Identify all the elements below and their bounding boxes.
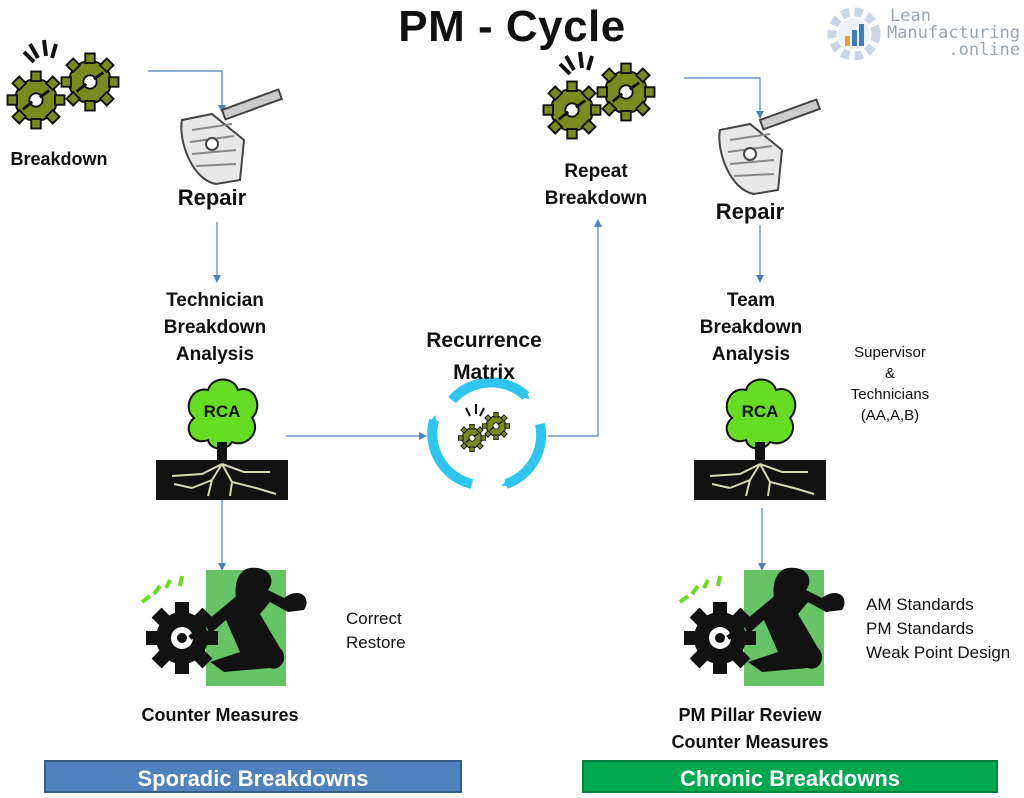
team-analysis-line-1: Team bbox=[726, 290, 776, 311]
team-repair-label: Repair bbox=[715, 199, 785, 224]
analysis-line-2: Breakdown bbox=[163, 317, 267, 338]
team-analysis-line-3: Analysis bbox=[711, 344, 791, 365]
logo-line2: Manufacturing bbox=[886, 23, 1020, 43]
matrix-line-1: Recurrence bbox=[426, 329, 542, 352]
countermeasure-icon bbox=[140, 568, 307, 686]
team-members-note: Supervisor & Technicians (AA,A,B) bbox=[836, 342, 944, 426]
team-analysis-line-2: Breakdown bbox=[699, 317, 803, 338]
standards-note: AM Standards PM Standards Weak Point Des… bbox=[866, 593, 1024, 665]
chronic-breakdowns-band: Chronic Breakdowns bbox=[582, 760, 998, 793]
repair-wrench-icon bbox=[180, 88, 283, 185]
arrow-matrix-to-repeat bbox=[548, 219, 602, 437]
sporadic-breakdowns-band: Sporadic Breakdowns bbox=[44, 760, 462, 793]
analysis-line-3: Analysis bbox=[175, 344, 255, 365]
team-grades: (AA,A,B) bbox=[860, 407, 920, 424]
breakdown-gears-icon bbox=[6, 39, 120, 130]
logo-line3: .online bbox=[948, 40, 1020, 60]
standard-pm: PM Standards bbox=[866, 619, 974, 638]
breakdown-label: Breakdown bbox=[10, 149, 108, 169]
team-supervisor: Supervisor bbox=[854, 344, 926, 361]
repeat-breakdown-label: Repeat Breakdown bbox=[528, 158, 664, 212]
standard-am: AM Standards bbox=[866, 595, 974, 614]
team-repair-wrench-icon bbox=[718, 98, 821, 195]
team-rca-label: RCA bbox=[741, 402, 779, 421]
logo: Lean Manufacturing .online bbox=[820, 2, 1020, 66]
analysis-line-1: Technician bbox=[166, 290, 264, 311]
team-analysis-label: Team Breakdown Analysis bbox=[676, 287, 826, 368]
logo-line1: Lean bbox=[890, 6, 931, 26]
counter-measures-label: Counter Measures bbox=[141, 705, 299, 725]
recurrence-cycle-icon bbox=[427, 377, 547, 489]
logo-gear-icon bbox=[827, 7, 881, 61]
team-ampersand: & bbox=[884, 365, 895, 382]
arrow-breakdown-to-repair bbox=[148, 70, 226, 113]
repeat-line-2: Breakdown bbox=[544, 188, 648, 209]
pm-review-label: PM Pillar Review Counter Measures bbox=[650, 702, 850, 756]
team-technicians: Technicians bbox=[850, 386, 930, 403]
recurrence-matrix-label: Recurrence Matrix bbox=[404, 325, 564, 389]
pm-review-icon bbox=[678, 568, 845, 686]
correct-restore-note: Correct Restore bbox=[346, 607, 466, 655]
rca-label: RCA bbox=[203, 402, 241, 421]
action-correct: Correct bbox=[346, 609, 402, 628]
standard-weak-point: Weak Point Design bbox=[866, 643, 1011, 662]
page-title: PM - Cycle bbox=[398, 2, 626, 51]
matrix-line-2: Matrix bbox=[453, 361, 515, 384]
repeat-line-1: Repeat bbox=[564, 161, 628, 182]
repeat-breakdown-gears-icon bbox=[542, 51, 656, 140]
pm-review-line-1: PM Pillar Review bbox=[678, 705, 822, 725]
action-restore: Restore bbox=[346, 633, 406, 652]
pm-review-line-2: Counter Measures bbox=[671, 732, 829, 752]
arrow-repeat-to-repair bbox=[684, 77, 764, 119]
technician-analysis-label: Technician Breakdown Analysis bbox=[140, 287, 290, 368]
repair-label: Repair bbox=[177, 185, 247, 210]
